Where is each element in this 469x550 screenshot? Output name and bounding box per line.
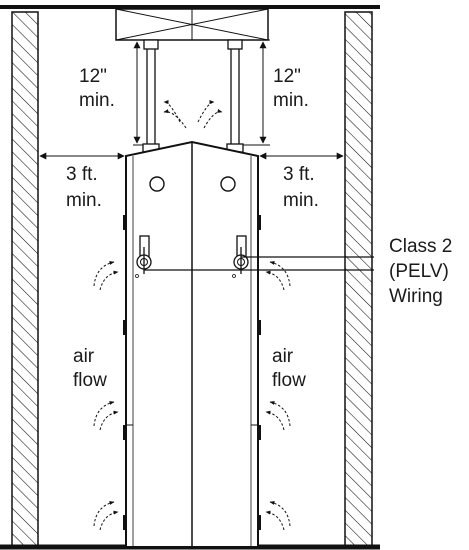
airflow-left-label-line2: flow — [73, 370, 107, 391]
dimension-top-right — [243, 39, 270, 146]
hanger-rod-right — [226, 39, 244, 153]
clearance-top-right-label-line2: min. — [273, 90, 309, 111]
dimension-top-left — [133, 39, 143, 146]
exhaust-airflow-arrows — [163, 100, 223, 129]
clearance-side-right-label-line1: 3 ft. — [283, 164, 315, 185]
intake-airflow-arrows-left — [93, 261, 119, 531]
clearance-top-right-label-line1: 12" — [273, 66, 301, 87]
airflow-right-label-line2: flow — [272, 370, 306, 391]
left-wall — [11, 11, 39, 547]
lifting-eye-right — [220, 176, 236, 192]
wiring-callout-label-line2: (PELV) — [389, 261, 449, 282]
clearance-top-left-label-line1: 12" — [79, 66, 107, 87]
intake-airflow-arrows-right — [265, 261, 291, 531]
hanger-rod-left — [142, 39, 160, 153]
right-wall — [344, 11, 373, 547]
airflow-left-label-line1: air — [73, 346, 95, 367]
wiring-callout-leaders — [143, 247, 374, 274]
wiring-callout-label-line3: Wiring — [389, 286, 443, 307]
clearance-top-left-label-line2: min. — [79, 90, 115, 111]
drive-cabinet — [123, 140, 261, 548]
clearance-side-left-label-line1: 3 ft. — [66, 164, 98, 185]
ceiling-duct — [115, 8, 269, 41]
wiring-callout-label-line1: Class 2 — [389, 236, 452, 257]
clearance-side-left-label-line2: min. — [66, 190, 102, 211]
lifting-eye-left — [149, 176, 165, 192]
clearance-side-right-label-line2: min. — [283, 190, 319, 211]
airflow-right-label-line1: air — [272, 346, 294, 367]
